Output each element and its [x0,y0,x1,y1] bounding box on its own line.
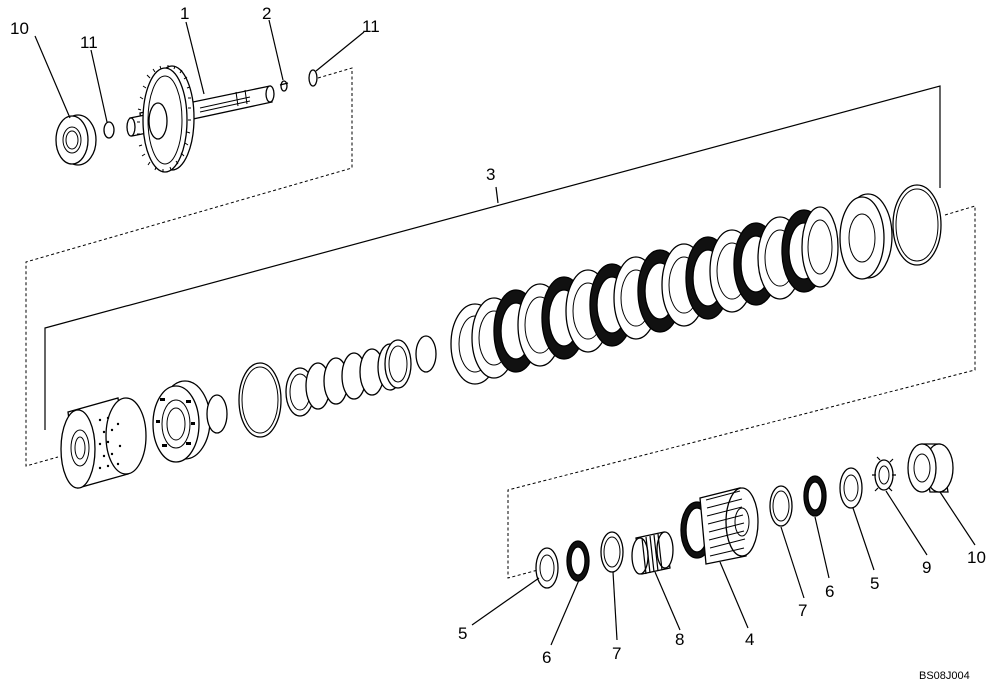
o-ring-large [238,362,282,438]
pin [279,80,289,92]
washer-left [600,531,624,573]
thrust-washer-right [839,467,863,509]
callout-11-left: 11 [80,33,98,52]
tab-washer [872,456,896,492]
needle-bearing [631,531,674,575]
callout-10-bottom: 10 [967,548,986,567]
clutch-plates [450,206,839,385]
callout-2: 2 [262,4,271,23]
thrust-washer-left [535,547,559,589]
snap-ring-clutch [415,335,437,373]
o-ring-small [206,394,228,434]
callout-6-right: 6 [825,582,834,601]
large-snap-ring [892,184,942,266]
callout-10-top: 10 [10,19,29,38]
callout-5-left: 5 [458,624,467,643]
callout-8: 8 [675,630,684,649]
bearing-top-left [55,114,97,166]
bearing-bottom-right [907,443,954,493]
drive-gear [680,487,759,565]
piston [152,380,211,463]
clutch-drum [60,397,147,489]
callout-4: 4 [745,630,754,649]
spring-set [285,339,412,417]
pressure-plate [839,193,893,280]
snap-ring-top-left [103,121,115,139]
callout-3: 3 [486,165,495,184]
callout-5-right: 5 [870,574,879,593]
snap-ring-top-right [308,69,318,87]
thrust-bearing-right [803,475,827,517]
callout-1: 1 [180,4,189,23]
washer-right [769,485,793,527]
input-shaft-gear [126,65,275,173]
thrust-bearing-left [566,540,590,582]
drawing-code: BS08J004 [919,670,970,682]
callout-11-right: 11 [362,17,380,36]
callout-7-left: 7 [612,644,621,663]
callout-9: 9 [922,558,931,577]
callout-6-left: 6 [542,648,551,667]
callout-7-right: 7 [798,601,807,620]
